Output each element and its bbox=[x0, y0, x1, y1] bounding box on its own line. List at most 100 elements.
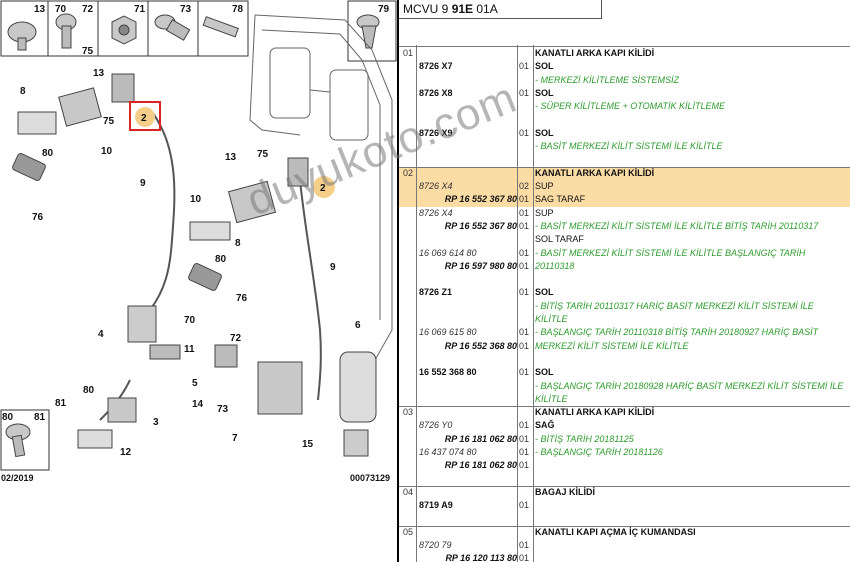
row-description: KANATLI ARKA KAPI KİLİDİ bbox=[535, 407, 655, 418]
row-description: KİLİTLE bbox=[535, 314, 568, 324]
callout-10b: 10 bbox=[190, 194, 202, 205]
table-row[interactable] bbox=[399, 513, 850, 526]
parts-drawing: 13 70 72 75 71 73 78 bbox=[0, 0, 397, 483]
row-part-reference: 8726 X4 bbox=[419, 207, 453, 218]
header-bold: 91E bbox=[451, 2, 474, 16]
label-71: 71 bbox=[134, 4, 146, 15]
row-description: KANATLI ARKA KAPI KİLİDİ bbox=[535, 48, 655, 58]
row-description: - BAŞLANGIÇ TARİH 20180928 HARİÇ BASİT M… bbox=[535, 380, 844, 391]
row-description: - BASİT MERKEZİ KİLİT SİSTEMİ İLE KİLİTL… bbox=[535, 247, 806, 258]
row-description: MERKEZİ KİLİT SİSTEMİ İLE KİLİTLE bbox=[535, 340, 689, 351]
table-row[interactable] bbox=[399, 353, 850, 366]
row-quantity: 01 bbox=[519, 260, 530, 271]
row-description: KİLİTLE bbox=[535, 393, 568, 404]
row-quantity: 01 bbox=[519, 61, 530, 72]
group-separator bbox=[399, 166, 850, 168]
header-suffix: 01A bbox=[473, 2, 498, 16]
callout-2a: 2 bbox=[141, 113, 147, 124]
table-row[interactable]: 8720 79 01 bbox=[399, 539, 850, 552]
table-row[interactable] bbox=[399, 114, 850, 127]
table-row[interactable]: - MERKEZİ KİLİTLEME SİSTEMSİZ bbox=[399, 74, 850, 87]
row-description: SOL bbox=[535, 87, 554, 98]
table-row[interactable]: KİLİTLE bbox=[399, 393, 850, 406]
row-group-number: 03 bbox=[403, 407, 414, 418]
row-quantity: 01 bbox=[519, 500, 530, 511]
row-part-reference: 16 069 614 80 bbox=[419, 247, 477, 258]
callout-4: 4 bbox=[98, 329, 104, 340]
callout-76a: 76 bbox=[32, 212, 44, 223]
row-quantity: 01 bbox=[519, 367, 530, 378]
table-row[interactable]: - BASİT MERKEZİ KİLİT SİSTEMİ İLE KİLİTL… bbox=[399, 140, 850, 153]
table-row[interactable] bbox=[399, 153, 850, 166]
callout-76b: 76 bbox=[236, 293, 248, 304]
row-part-reference: RP 16 597 980 80 bbox=[444, 260, 517, 271]
row-description: SOL bbox=[535, 287, 554, 298]
row-description: - BAŞLANGIÇ TARİH 20110318 BİTİŞ TARİH 2… bbox=[535, 327, 819, 338]
callout-15: 15 bbox=[302, 439, 314, 450]
table-row[interactable] bbox=[399, 473, 850, 486]
lock-part-lower-right bbox=[214, 344, 377, 457]
table-row[interactable]: 03 KANATLI ARKA KAPI KİLİDİ bbox=[399, 406, 850, 419]
callout-70: 70 bbox=[184, 315, 196, 326]
row-part-reference: RP 16 181 062 80 bbox=[444, 433, 517, 444]
row-part-reference: 8726 X7 bbox=[419, 61, 453, 72]
row-description: SAG TARAF bbox=[535, 194, 586, 205]
table-row[interactable]: - BAŞLANGIÇ TARİH 20180928 HARİÇ BASİT M… bbox=[399, 380, 850, 393]
row-part-reference: RP 16 181 062 80 bbox=[444, 460, 517, 471]
row-description: 20110318 bbox=[535, 260, 575, 271]
table-row[interactable]: KİLİTLE bbox=[399, 313, 850, 326]
callout-8b: 8 bbox=[235, 238, 241, 249]
callout-2b: 2 bbox=[320, 183, 326, 194]
table-row[interactable] bbox=[399, 273, 850, 286]
row-description: - MERKEZİ KİLİTLEME SİSTEMSİZ bbox=[535, 74, 680, 85]
row-description: SOL bbox=[535, 61, 554, 72]
row-quantity: 01 bbox=[519, 433, 530, 444]
table-row[interactable]: - BİTİŞ TARİH 20110317 HARİÇ BASİT MERKE… bbox=[399, 300, 850, 313]
row-part-reference: 8726 X4 bbox=[419, 181, 453, 191]
label-78: 78 bbox=[232, 4, 244, 15]
highlight-box-2 bbox=[129, 101, 161, 131]
callout-81: 81 bbox=[55, 398, 67, 409]
row-part-reference: RP 16 552 367 80 bbox=[444, 194, 517, 205]
callout-14: 14 bbox=[192, 399, 204, 410]
callout-3: 3 bbox=[153, 417, 159, 428]
row-description: SUP bbox=[535, 181, 554, 191]
label-80-box: 80 bbox=[2, 412, 14, 423]
table-row[interactable]: 8726 X7 01 SOL bbox=[399, 60, 850, 73]
row-quantity: 01 bbox=[519, 540, 530, 551]
row-quantity: 01 bbox=[519, 420, 530, 431]
row-part-reference: 8726 X8 bbox=[419, 87, 453, 98]
col-divider-2 bbox=[517, 45, 518, 562]
callout-9a: 9 bbox=[140, 178, 146, 189]
cable-9-right bbox=[299, 179, 322, 401]
col-divider-1 bbox=[416, 45, 417, 562]
callout-75b: 75 bbox=[257, 149, 269, 160]
row-part-reference: 8720 79 bbox=[419, 540, 452, 551]
row-description: - BAŞLANGIÇ TARİH 20181126 bbox=[535, 447, 663, 457]
highlight-circle-2b bbox=[313, 176, 335, 198]
table-row[interactable]: SOL TARAF bbox=[399, 233, 850, 246]
table-row[interactable]: - SÜPER KİLİTLEME + OTOMATİK KİLİTLEME bbox=[399, 100, 850, 113]
